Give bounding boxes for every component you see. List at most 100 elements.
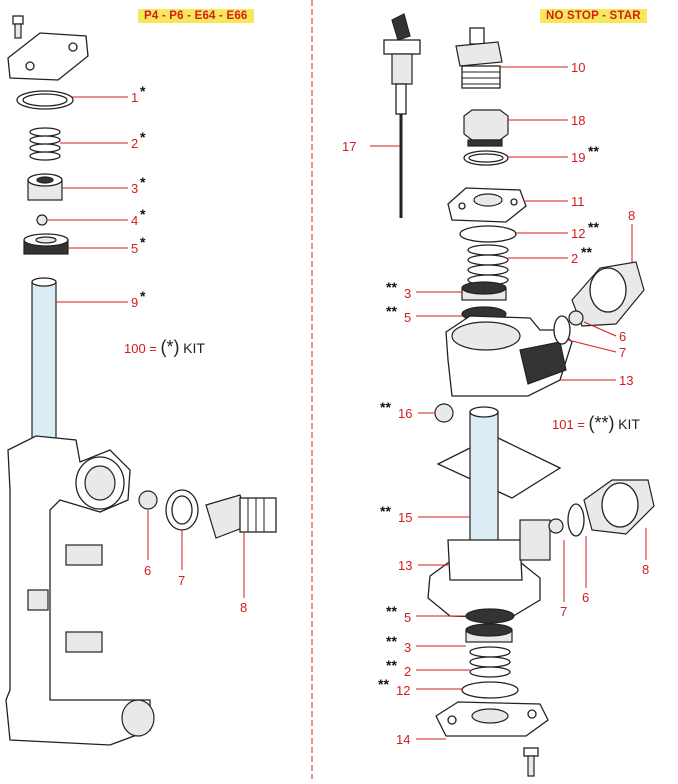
left-ball-4 [36,214,48,226]
callout-left-9: 9 [131,295,138,310]
ring-5-bottom [465,608,515,624]
kit-left-number: 100 = [124,341,157,356]
nut-18 [463,109,509,147]
callout-right-17: 17 [342,139,356,154]
callout-right-12-stars: ** [588,219,599,235]
callout-right-16-stars: ** [380,399,391,415]
left-spring-2 [29,127,61,161]
callout-right-8-bottom: 8 [642,562,649,577]
ball-16 [434,403,454,423]
callout-left-7: 7 [178,573,185,588]
callout-left-2: 2 [131,136,138,151]
seat-3-top [461,281,507,301]
right-leaders [370,66,647,740]
callout-right-19: 19 [571,150,585,165]
left-cover-plate [7,32,89,81]
ring-7-bottom [567,503,585,537]
kit-right-number: 101 = [552,417,585,432]
callout-right-13-top: 13 [619,373,633,388]
callout-right-14: 14 [396,732,410,747]
callout-left-2-stars: * [140,129,146,145]
callout-left-3-stars: * [140,174,146,190]
kit-left-word: KIT [183,340,205,356]
left-ball-6 [138,490,158,510]
callout-right-5-top-stars: ** [386,303,397,319]
housing-13-bottom [427,519,551,619]
callout-left-3: 3 [131,181,138,196]
callout-right-5-bottom-stars: ** [386,603,397,619]
ring-7-top [553,315,571,345]
callout-right-6-top: 6 [619,329,626,344]
callout-right-7-bottom: 7 [560,604,567,619]
callout-left-8: 8 [240,600,247,615]
left-callouts: 1 * 2 * 3 * 4 * 5 * 9 * 6 7 8 [131,83,247,615]
callout-right-2-bottom-stars: ** [386,657,397,673]
callout-right-2-top-stars: ** [581,244,592,260]
callout-right-12: 12 [571,226,585,241]
callout-right-3-top: 3 [404,286,411,301]
left-fitting-8 [205,494,277,539]
kit-right-word: KIT [618,416,640,432]
header-left-models: P4 - P6 - E64 - E66 [138,9,254,23]
callout-right-5-top: 5 [404,310,411,325]
housing-13-top [445,315,573,397]
kit-legend-left: 100 = (*) KIT [124,337,205,358]
callout-left-1-stars: * [140,83,146,99]
right-screw [523,747,539,777]
left-leaders [48,96,245,598]
ball-6-bottom [548,518,564,534]
flange-14 [435,701,549,737]
ball-6-top [568,310,584,326]
callout-right-2-bottom: 2 [404,664,411,679]
spring-2-top [467,244,509,286]
callout-left-1: 1 [131,90,138,105]
left-assembly [5,15,277,746]
oring-12-bottom [461,681,519,699]
callout-left-5-stars: * [140,234,146,250]
left-screw [12,15,24,39]
right-callouts: 10 18 19 ** 17 11 12 ** 8 2 ** ** 3 ** 5… [342,60,649,747]
callout-right-6-bottom: 6 [582,590,589,605]
callout-left-4: 4 [131,213,138,228]
header-right-models: NO STOP - STAR [540,9,647,23]
spring-2-bottom [469,646,511,678]
left-valve-housing [5,435,155,746]
callout-left-9-stars: * [140,288,146,304]
callout-right-16: 16 [398,406,412,421]
callout-right-12-bottom: 12 [396,683,410,698]
probe-17 [383,13,421,218]
callout-left-5: 5 [131,241,138,256]
callout-right-5-bottom: 5 [404,610,411,625]
callout-right-7-top: 7 [619,345,626,360]
plug-10 [455,27,503,89]
callout-left-4-stars: * [140,206,146,222]
callout-right-19-stars: ** [588,143,599,159]
seat-3-bottom [465,623,513,643]
callout-right-3-bottom-stars: ** [386,633,397,649]
callout-right-8-top: 8 [628,208,635,223]
right-assembly [383,13,655,777]
kit-right-symbol: (**) [588,413,615,433]
fitting-8-bottom [583,479,655,535]
callout-right-3-top-stars: ** [386,279,397,295]
left-seat-3 [27,173,63,201]
flange-11 [447,187,527,223]
oring-12-top [459,225,517,243]
callout-right-15-stars: ** [380,503,391,519]
callout-right-13-bottom: 13 [398,558,412,573]
shield-plate [436,435,562,499]
kit-left-symbol: (*) [160,337,180,357]
callout-right-2-top: 2 [571,251,578,266]
fitting-8-top [571,261,645,327]
callout-right-18: 18 [571,113,585,128]
callout-right-12-bottom-stars: ** [378,676,389,692]
callout-right-3-bottom: 3 [404,640,411,655]
callout-right-15: 15 [398,510,412,525]
callout-left-6: 6 [144,563,151,578]
left-ring-5 [23,233,69,255]
kit-legend-right: 101 = (**) KIT [552,413,640,434]
callout-right-11: 11 [571,194,585,209]
callout-right-10: 10 [571,60,585,75]
